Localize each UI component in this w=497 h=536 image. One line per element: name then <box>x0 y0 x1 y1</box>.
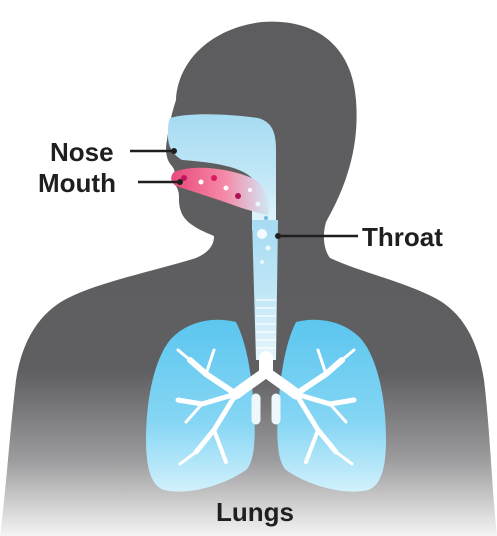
throat-label: Throat <box>362 222 443 252</box>
trachea <box>252 220 278 360</box>
nose-label: Nose <box>50 137 114 167</box>
lungs-label: Lungs <box>216 497 294 527</box>
mouth-label: Mouth <box>38 168 116 198</box>
